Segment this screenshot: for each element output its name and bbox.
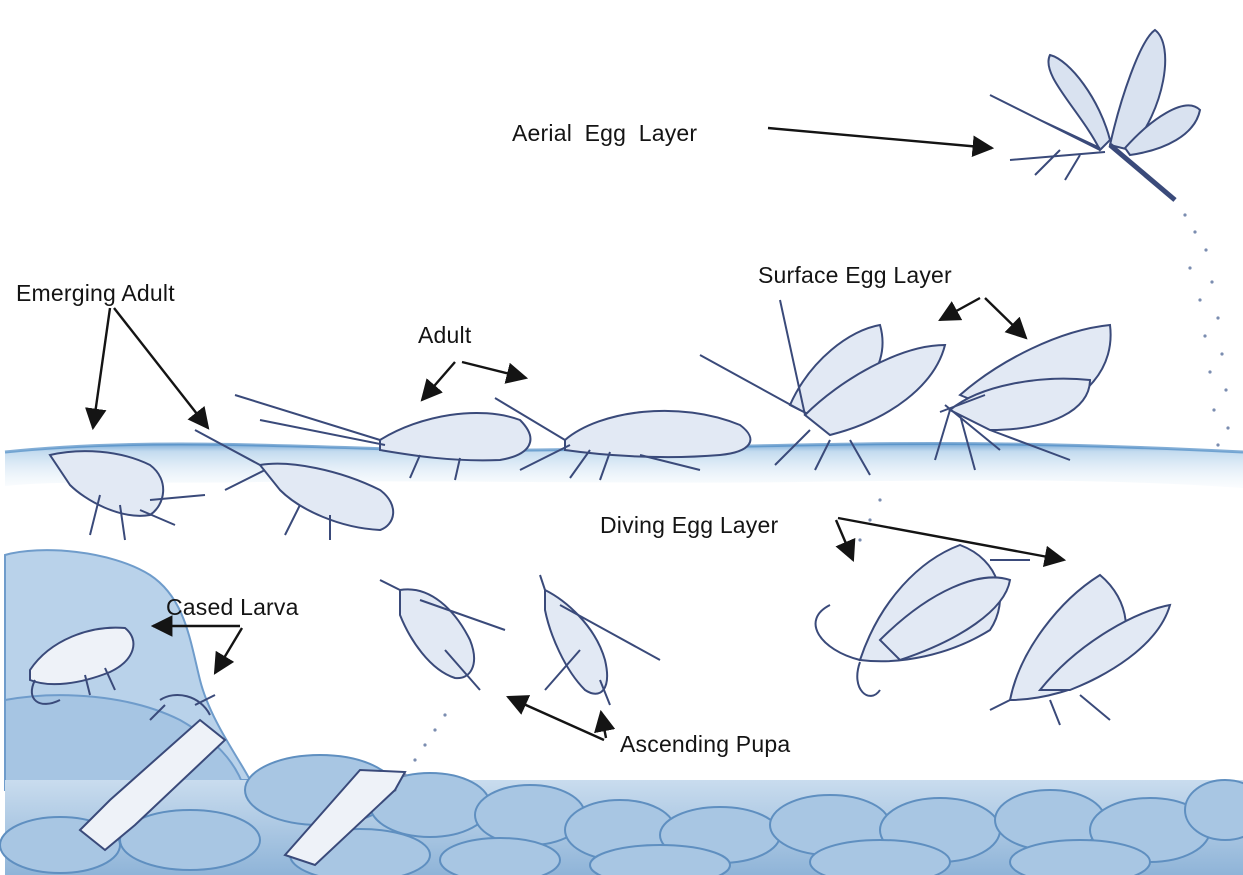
arrow-surface-left xyxy=(940,298,980,320)
arrow-emerging-right xyxy=(114,308,208,428)
label-emerging-adult: Emerging Adult xyxy=(16,282,175,305)
label-aerial-egg-layer: Aerial Egg Layer xyxy=(512,122,697,145)
arrow-adult-right xyxy=(462,362,526,378)
label-adult: Adult xyxy=(418,324,471,347)
label-diving-egg-layer: Diving Egg Layer xyxy=(600,514,778,537)
arrow-pupa-left xyxy=(508,697,604,740)
label-surface-egg-layer: Surface Egg Layer xyxy=(758,264,952,287)
arrow-diving-left xyxy=(836,520,853,560)
falling-eggs xyxy=(393,213,1229,791)
arrow-aerial xyxy=(768,128,992,148)
aerial-egg-layer-insect xyxy=(990,30,1200,200)
arrow-adult-left xyxy=(422,362,455,400)
ascending-pupae xyxy=(380,575,660,705)
label-ascending-pupa: Ascending Pupa xyxy=(620,733,790,756)
arrow-emerging-left xyxy=(93,308,110,428)
arrow-surface-right xyxy=(985,298,1026,338)
label-cased-larva: Cased Larva xyxy=(166,596,299,619)
diving-egg-layer-insects xyxy=(816,545,1170,725)
arrow-cased-right xyxy=(215,628,242,673)
arrow-pupa-right xyxy=(601,712,606,738)
